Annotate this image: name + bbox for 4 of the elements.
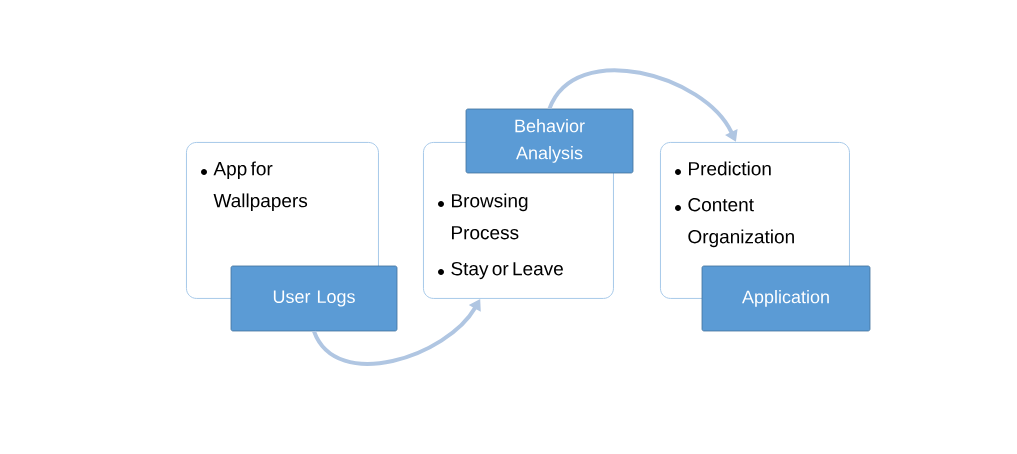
label-box: Application <box>701 265 871 332</box>
curved-arrow <box>312 299 481 366</box>
label-box: User Logs <box>230 265 398 332</box>
label-box: Behavior Analysis <box>465 108 634 174</box>
